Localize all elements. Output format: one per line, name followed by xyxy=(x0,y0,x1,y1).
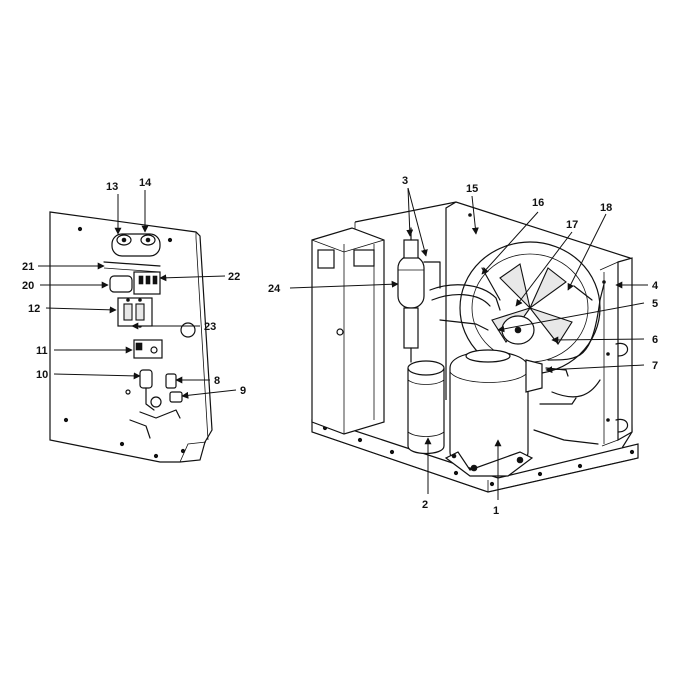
receiver xyxy=(397,227,441,363)
callout-10: 10 xyxy=(36,369,48,381)
contactor xyxy=(117,297,153,327)
callout-16: 16 xyxy=(532,197,544,209)
callout-17: 17 xyxy=(566,219,578,231)
callout-9: 9 xyxy=(240,385,246,397)
callout-22: 22 xyxy=(228,271,240,283)
callout-12: 12 xyxy=(28,303,40,315)
callout-21: 21 xyxy=(22,261,34,273)
callout-1: 1 xyxy=(493,505,499,517)
callout-7: 7 xyxy=(652,360,658,372)
pressure-switch xyxy=(133,339,163,359)
callout-18: 18 xyxy=(600,202,612,214)
compressor xyxy=(444,349,543,477)
callout-13: 13 xyxy=(106,181,118,193)
control-panel: 13 14 21 20 12 22 23 11 10 8 9 xyxy=(22,177,246,463)
callout-6: 6 xyxy=(652,334,658,346)
condenser-fan xyxy=(459,241,601,375)
callout-14: 14 xyxy=(139,177,152,189)
valves xyxy=(125,369,183,439)
callout-5: 5 xyxy=(652,298,658,310)
callout-23: 23 xyxy=(204,321,216,333)
relay xyxy=(109,271,161,295)
callout-2: 2 xyxy=(422,499,428,511)
callout-20: 20 xyxy=(22,280,34,292)
callout-24: 24 xyxy=(268,283,281,295)
capacitor xyxy=(111,233,161,257)
callout-3: 3 xyxy=(402,175,408,187)
accumulator xyxy=(407,360,445,455)
callout-15: 15 xyxy=(466,183,478,195)
callout-8: 8 xyxy=(214,375,220,387)
callout-11: 11 xyxy=(36,345,48,357)
condensing-unit: 3 15 16 17 18 4 5 6 7 24 2 1 xyxy=(268,175,659,517)
callout-4: 4 xyxy=(652,280,659,292)
